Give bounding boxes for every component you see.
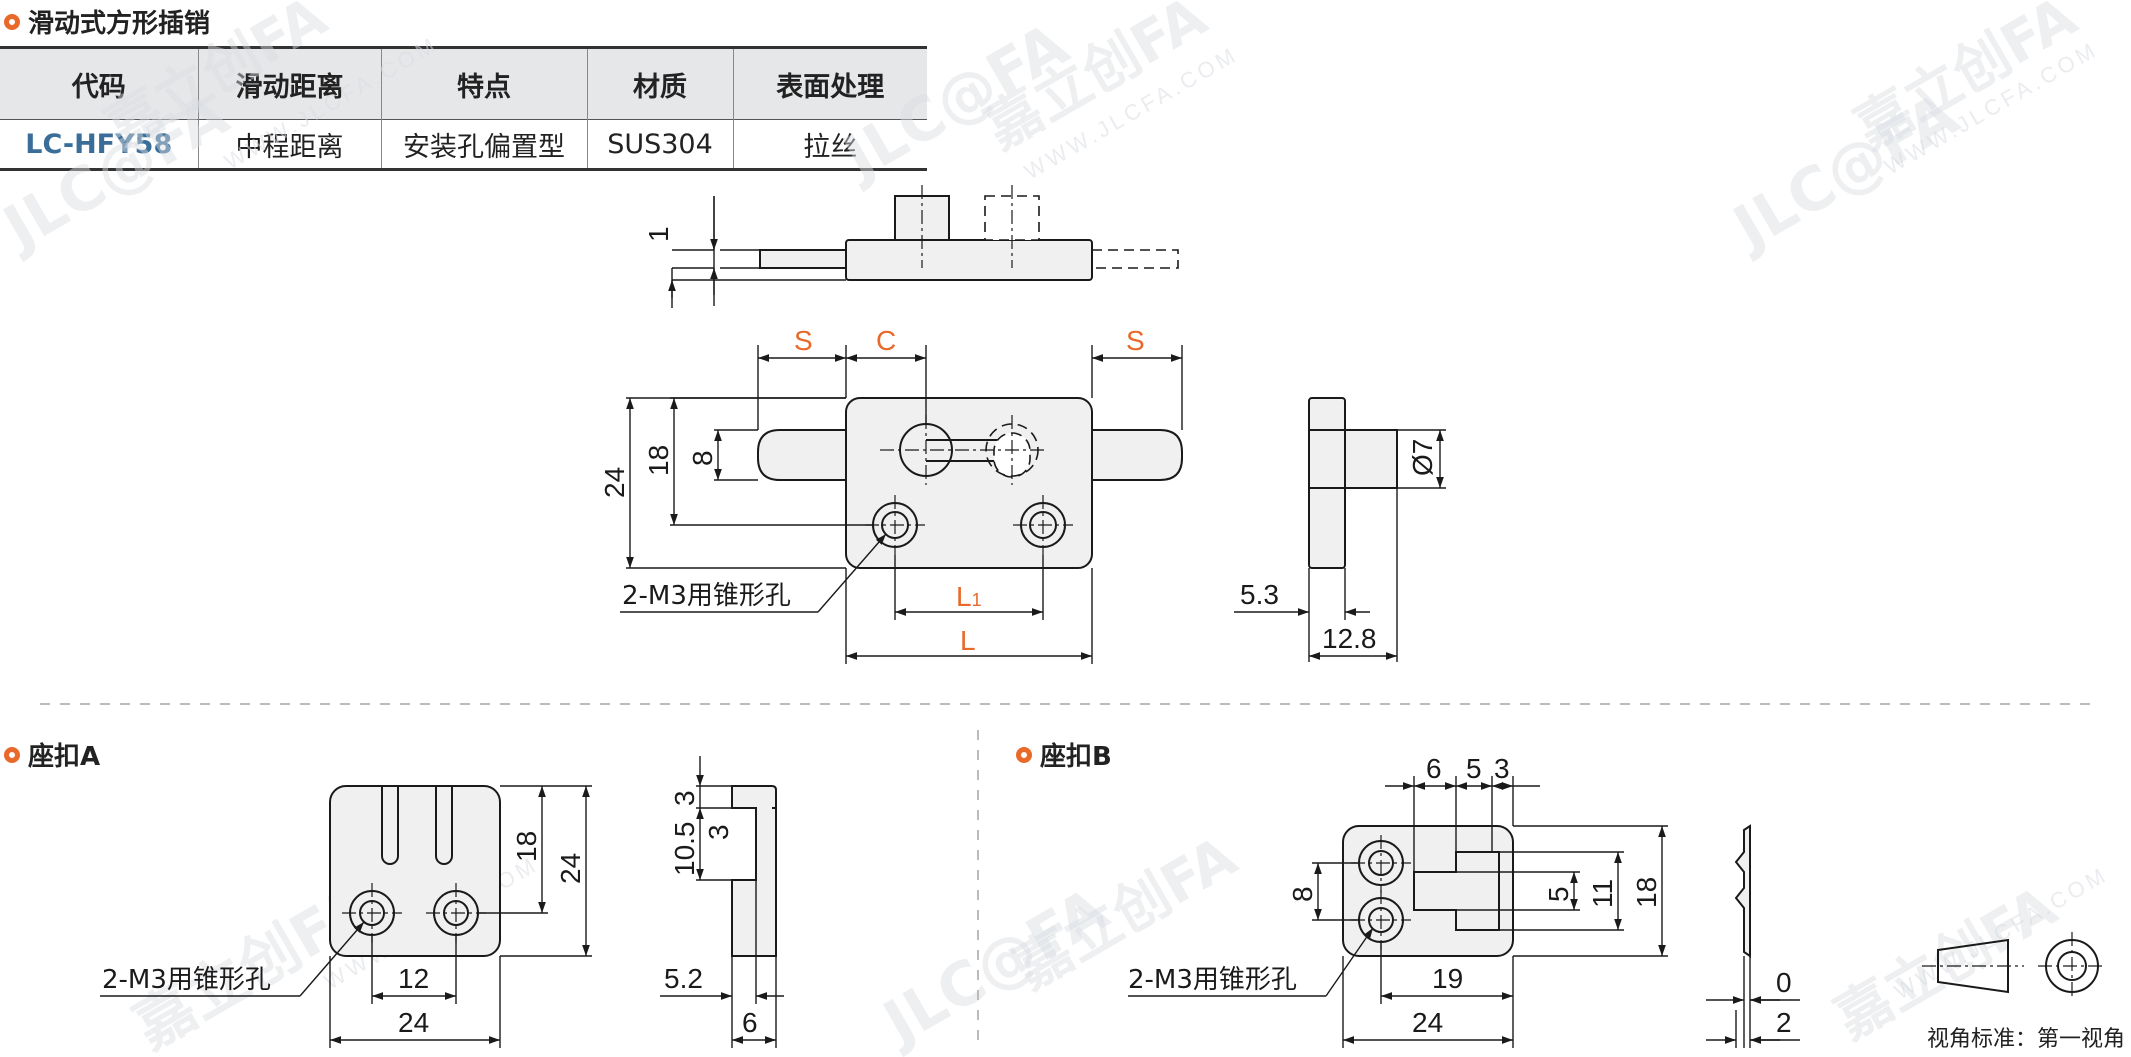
dim-a-6: 6 bbox=[742, 1007, 758, 1038]
cell-material: SUS304 bbox=[587, 119, 734, 170]
dim-b-3: 3 bbox=[1494, 753, 1510, 784]
dim-b-5-vertical: 5 bbox=[1543, 886, 1574, 902]
cell-code[interactable]: LC-HFY58 bbox=[0, 119, 199, 170]
cell-surface: 拉丝 bbox=[803, 131, 858, 163]
seat-a-side: 3 10.5 3 5.2 6 bbox=[660, 756, 784, 1048]
dim-front-l: L bbox=[960, 625, 976, 656]
spec-table-header-row: 代码 滑动距离 特点 材质 表面处理 bbox=[0, 47, 927, 120]
dim-b-0: 0 bbox=[1776, 967, 1792, 998]
dim-b-18: 18 bbox=[1631, 877, 1662, 908]
cell-slide-distance: 中程距离 bbox=[198, 119, 382, 170]
dim-b-11: 11 bbox=[1587, 879, 1618, 908]
watermark-url: WWW.JLCFA.COM bbox=[1890, 861, 2113, 1004]
table-row: LC-HFY58 中程距离 安装孔偏置型 SUS304 拉丝 bbox=[0, 119, 927, 170]
dim-front-c: C bbox=[876, 325, 896, 356]
dim-a-5-2: 5.2 bbox=[664, 963, 703, 994]
dim-b-8: 8 bbox=[1287, 886, 1318, 902]
seat-b-front: 6 5 3 8 5 11 18 19 24 2-M3用锥形孔 bbox=[1128, 753, 1668, 1048]
section-seat-b-title: 座扣B bbox=[1040, 742, 1112, 772]
note-hole-front: 2-M3用锥形孔 bbox=[622, 581, 791, 611]
dim-a-12: 12 bbox=[398, 963, 429, 994]
note-hole-seat-b: 2-M3用锥形孔 bbox=[1128, 965, 1297, 995]
dim-a-18: 18 bbox=[511, 831, 542, 862]
dim-side-top-1: 1 bbox=[643, 226, 674, 242]
bullet-icon bbox=[1016, 746, 1032, 763]
section-seat-a-title: 座扣A bbox=[28, 742, 101, 772]
dim-right-d7: Ø7 bbox=[1407, 439, 1438, 476]
col-header-feature: 特点 bbox=[381, 47, 588, 120]
dim-b-6: 6 bbox=[1426, 753, 1442, 784]
cell-feature: 安装孔偏置型 bbox=[381, 119, 588, 170]
view-standard-label: 视角标准：第一视角 bbox=[1926, 1027, 2125, 1052]
spec-table: 代码 滑动距离 特点 材质 表面处理 LC-HFY58 中程距离 安装孔偏置型 … bbox=[0, 46, 927, 171]
dim-b-2: 2 bbox=[1776, 1007, 1792, 1038]
dim-right-12-8: 12.8 bbox=[1322, 623, 1377, 654]
dim-a-24-vertical: 24 bbox=[555, 853, 586, 884]
section-main-title: 滑动式方形插销 bbox=[28, 9, 211, 39]
dim-a-10-5: 10.5 bbox=[669, 822, 700, 877]
dim-a-24-horizontal: 24 bbox=[398, 1007, 429, 1038]
dim-b-24: 24 bbox=[1412, 1007, 1443, 1038]
section-main: 滑动式方形插销 bbox=[4, 3, 210, 40]
col-header-surface: 表面处理 bbox=[733, 47, 927, 120]
dim-front-s-right: S bbox=[1126, 325, 1145, 356]
section-seat-a: 座扣A bbox=[4, 736, 100, 773]
col-header-material: 材质 bbox=[587, 47, 734, 120]
col-header-code: 代码 bbox=[0, 47, 199, 120]
dim-front-8: 8 bbox=[687, 450, 718, 466]
right-view: Ø7 5.3 12.8 bbox=[1234, 397, 1446, 662]
bullet-icon bbox=[4, 746, 20, 763]
dim-b-19: 19 bbox=[1432, 963, 1463, 994]
dim-a-3: 3 bbox=[669, 790, 700, 806]
dim-a-side-3: 3 bbox=[703, 824, 734, 840]
dim-front-24: 24 bbox=[599, 467, 630, 498]
side-view-top: 1 bbox=[643, 185, 1179, 308]
col-header-slide-distance: 滑动距离 bbox=[198, 47, 382, 120]
dim-b-5: 5 bbox=[1466, 753, 1482, 784]
note-hole-seat-a: 2-M3用锥形孔 bbox=[102, 965, 271, 995]
projection-symbol-icon bbox=[1922, 932, 2106, 1000]
seat-b-side: 0 2 bbox=[1706, 824, 1800, 1048]
dim-right-5-3: 5.3 bbox=[1240, 579, 1279, 610]
seat-a-front: 18 24 12 24 2-M3用锥形孔 bbox=[100, 785, 592, 1048]
dim-front-l1: L1 bbox=[956, 581, 982, 612]
section-seat-b: 座扣B bbox=[1016, 736, 1112, 773]
front-view: S C S 24 18 8 L1 L 2-M3用锥形孔 bbox=[599, 325, 1183, 664]
dim-front-18: 18 bbox=[643, 445, 674, 476]
dim-front-s-left: S bbox=[794, 325, 813, 356]
bullet-icon bbox=[4, 13, 20, 30]
